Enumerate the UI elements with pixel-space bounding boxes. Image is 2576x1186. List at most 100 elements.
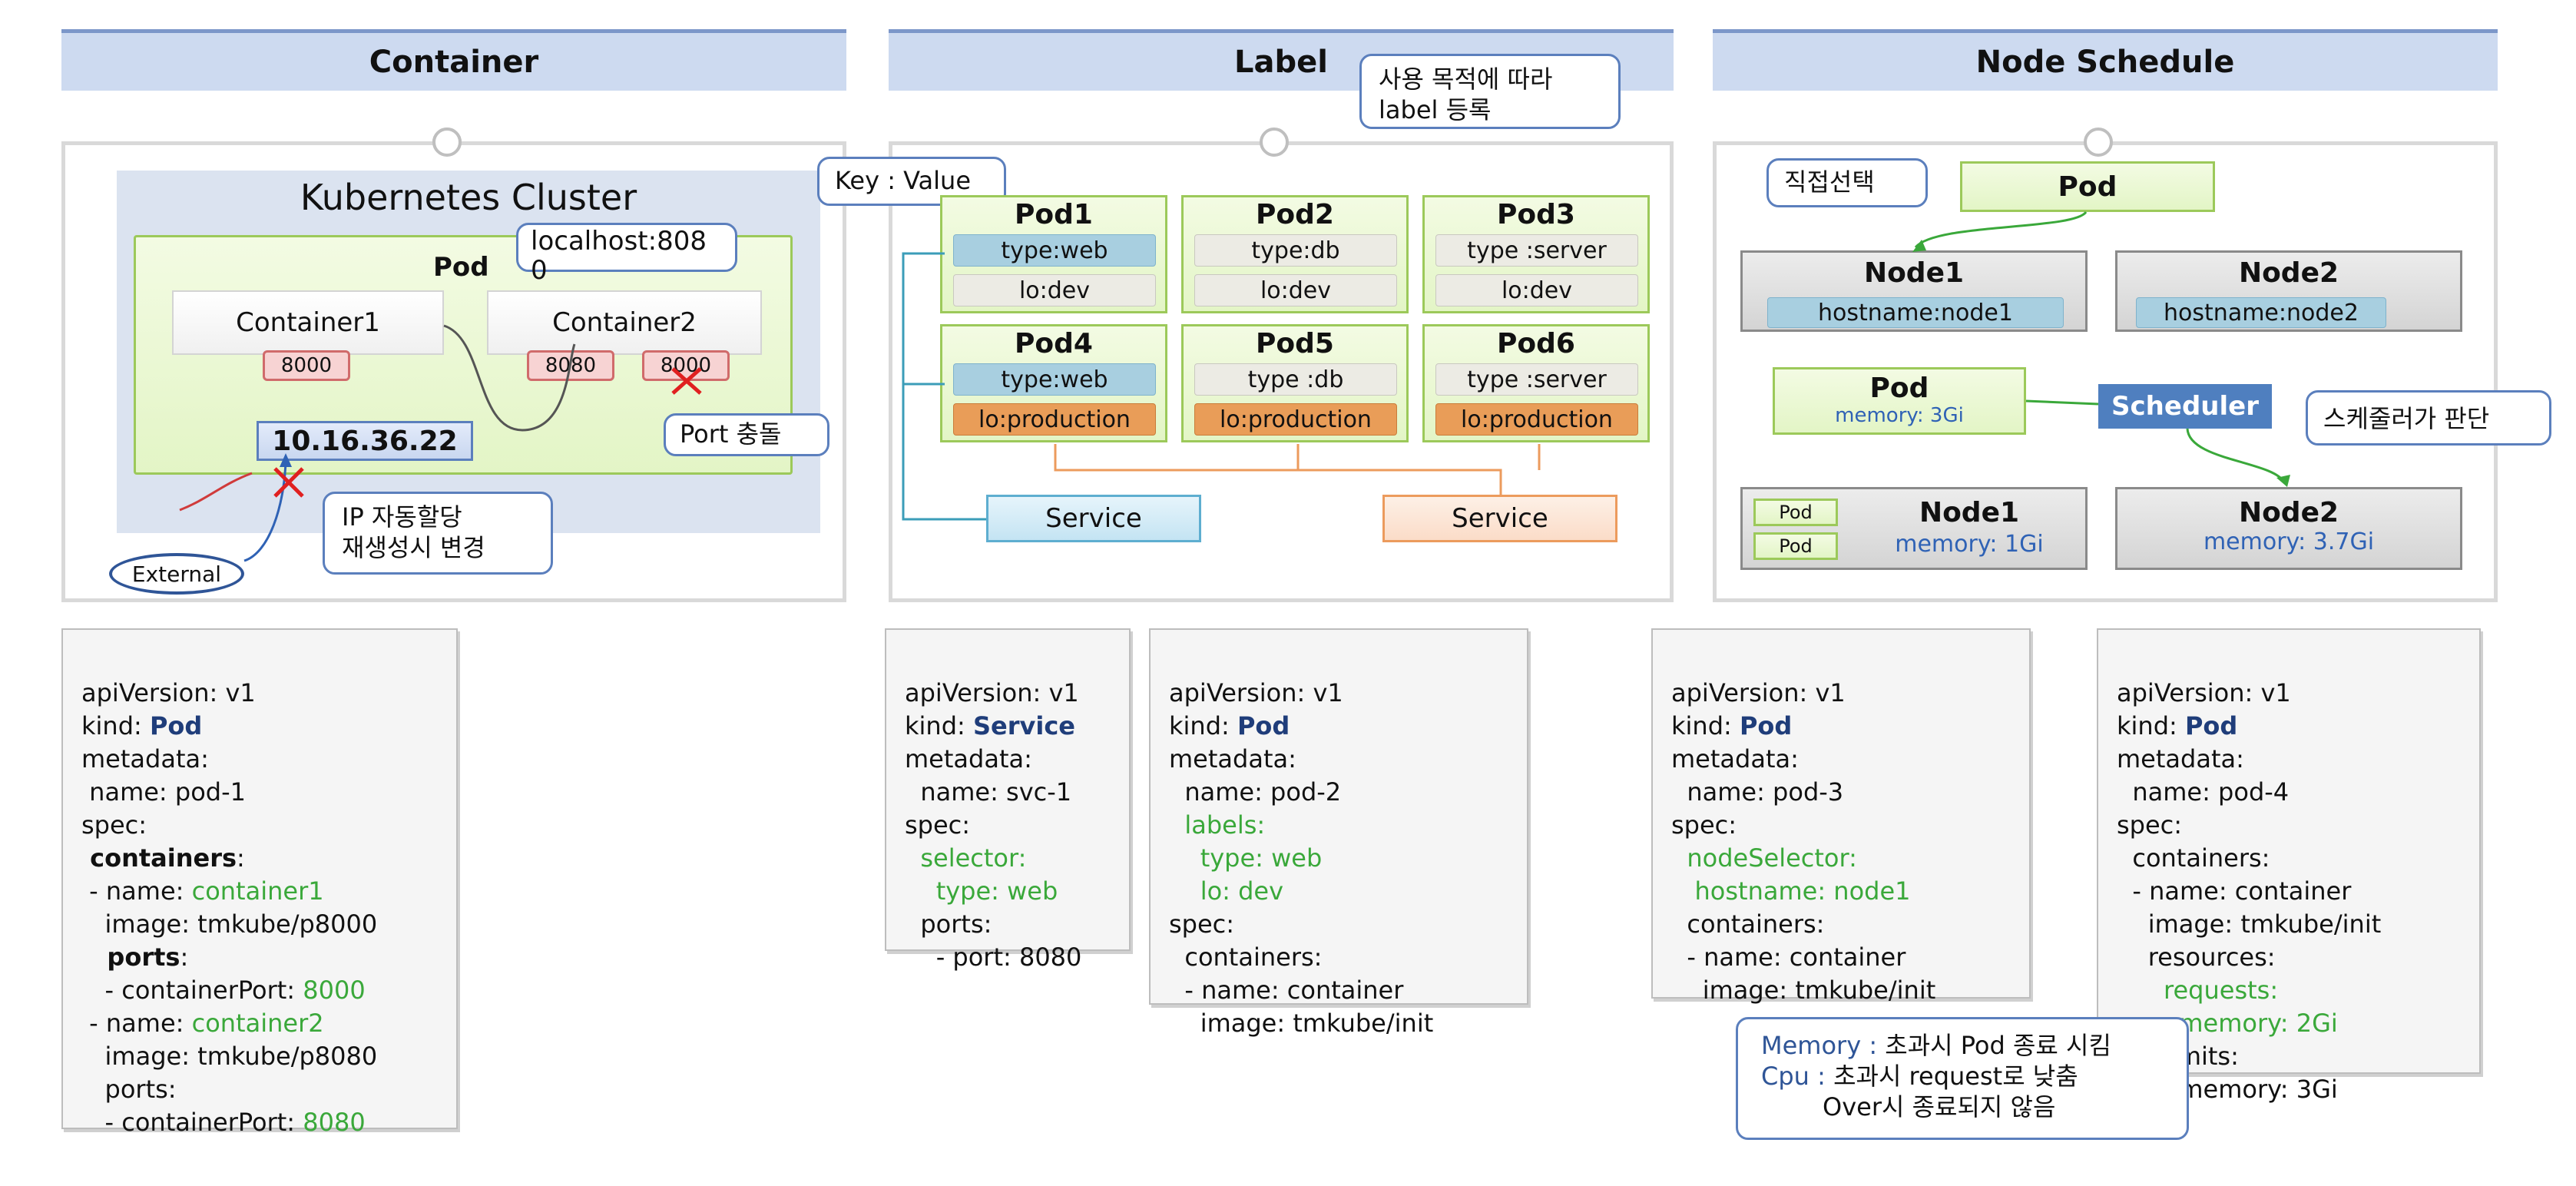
pod-mid: Pod memory: 3Gi [1773, 367, 2026, 435]
yaml-key: - containerPort: [81, 976, 303, 1005]
pod-name: Pod4 [1015, 328, 1093, 359]
pod-lo-label: lo:production [1435, 403, 1638, 436]
node1b-memory: memory: 1Gi [1895, 531, 2044, 558]
yaml-kind-value: Pod [1237, 711, 1290, 740]
yaml-kind-value: Pod [149, 711, 203, 740]
pod-name: Pod3 [1497, 199, 1575, 230]
scheduler-box: Scheduler [2098, 384, 2272, 429]
small-pod-1-label: Pod [1779, 502, 1813, 523]
yaml-line: apiVersion: v1 [2117, 678, 2291, 707]
pod-label: Pod [433, 252, 489, 283]
cpu-key: Cpu : [1761, 1062, 1834, 1091]
service-right-label: Service [1452, 503, 1548, 534]
port-conflict-callout: Port 충돌 [664, 413, 829, 456]
port-8000-c1-text: 8000 [280, 354, 333, 377]
yaml-line: name: pod-3 [1671, 777, 1844, 807]
port-8000-c1: 8000 [263, 350, 350, 381]
yaml-line: selector: [905, 843, 1027, 873]
yaml-line: spec: [2117, 810, 2183, 840]
label-callout: 사용 목적에 따라 label 등록 [1359, 54, 1621, 129]
yaml-line: ports: [81, 1075, 177, 1104]
pod-ip-box: 10.16.36.22 [257, 421, 473, 461]
container-panel-title: Container [369, 44, 539, 80]
direct-select-arrow [1914, 210, 2088, 249]
scheduler-to-node-arrow [2186, 428, 2286, 483]
external-node: External [109, 553, 244, 595]
external-red-arrow [179, 472, 253, 512]
node1-box: Node1 hostname:node1 [1740, 250, 2088, 332]
container-link-curve [443, 324, 576, 432]
yaml-line: lo: dev [1169, 876, 1284, 906]
pod-name: Pod5 [1256, 328, 1334, 359]
pod-type-label: type :server [1435, 363, 1638, 396]
yaml-colon: : [180, 943, 189, 972]
ip-callout-line1: IP 자동할당 [342, 502, 462, 532]
pod-top: Pod [1960, 161, 2215, 212]
yaml-line: spec: [905, 810, 971, 840]
yaml-line: spec: [81, 810, 147, 840]
container2-box: Container2 [487, 290, 762, 355]
external-label: External [131, 561, 222, 587]
pod-to-scheduler-line [2025, 399, 2099, 406]
yaml-line: - name: container [1169, 976, 1404, 1005]
yaml-line: metadata: [1671, 744, 1799, 774]
scheduler-callout-text: 스케줄러가 판단 [2323, 404, 2490, 433]
pod-lo-label: lo:dev [1435, 274, 1638, 306]
pod-type-label: type :db [1194, 363, 1397, 396]
node1b-label: Node1 [1919, 497, 2020, 528]
localhost-callout: localhost:8080 [516, 223, 737, 285]
small-pod-1: Pod [1753, 499, 1838, 526]
yaml-line: metadata: [905, 744, 1032, 774]
node2b-memory: memory: 3.7Gi [2203, 528, 2375, 555]
direct-select-callout: 직접선택 [1766, 158, 1928, 207]
yaml-line: type: web [905, 876, 1058, 906]
yaml-line: hostname: node1 [1671, 876, 1911, 906]
yaml-line: image: tmkube/init [1169, 1009, 1434, 1038]
yaml-line: containers: [1671, 909, 1825, 939]
yaml-line: spec: [1671, 810, 1737, 840]
pod-mid-memory: memory: 3Gi [1835, 404, 1964, 427]
yaml-line: labels: [1169, 810, 1266, 840]
service-right-link [1054, 444, 1502, 495]
key-value-text: Key : Value [835, 166, 972, 195]
ip-callout: IP 자동할당 재생성시 변경 [323, 492, 553, 575]
yaml-key: ports [81, 943, 180, 972]
yaml-line: apiVersion: v1 [1671, 678, 1846, 707]
localhost-callout-text: localhost:8080 [531, 226, 707, 286]
connector-circle [2084, 128, 2113, 157]
scheduler-label: Scheduler [2111, 391, 2259, 422]
container1-label: Container1 [236, 307, 380, 338]
node2-label: Node2 [2238, 257, 2339, 289]
pod-type-label: type :server [1435, 234, 1638, 267]
service-right: Service [1382, 495, 1617, 542]
node-panel-header: Node Schedule [1713, 29, 2498, 91]
yaml-line: containers: [2117, 843, 2270, 873]
cluster-title: Kubernetes Cluster [300, 177, 637, 218]
yaml-line: image: tmkube/init [2117, 909, 2382, 939]
external-blue-arrow [243, 460, 287, 562]
yaml-line: name: pod-4 [2117, 777, 2290, 807]
memory-cpu-callout: Memory : 초과시 Pod 종료 시킴 Cpu : 초과시 request… [1736, 1017, 2189, 1140]
yaml-line: - name: container [2117, 876, 2352, 906]
node-panel-title: Node Schedule [1975, 44, 2235, 80]
yaml-value: container1 [191, 876, 324, 906]
pod-mid-label: Pod [1869, 373, 1929, 404]
node1-label: Node1 [1863, 257, 1965, 289]
label-panel-title: Label [1234, 44, 1328, 80]
yaml-colon: : [237, 843, 245, 873]
yaml-line: name: svc-1 [905, 777, 1072, 807]
container-panel-header: Container [61, 29, 846, 91]
memory-key: Memory : [1761, 1031, 1886, 1060]
yaml-key: kind: [1169, 711, 1237, 740]
yaml-line: image: tmkube/p8080 [81, 1042, 378, 1071]
yaml-line: memory: 3Gi [2117, 1075, 2338, 1104]
yaml-key: kind: [81, 711, 150, 740]
yaml-value: 8000 [303, 976, 366, 1005]
